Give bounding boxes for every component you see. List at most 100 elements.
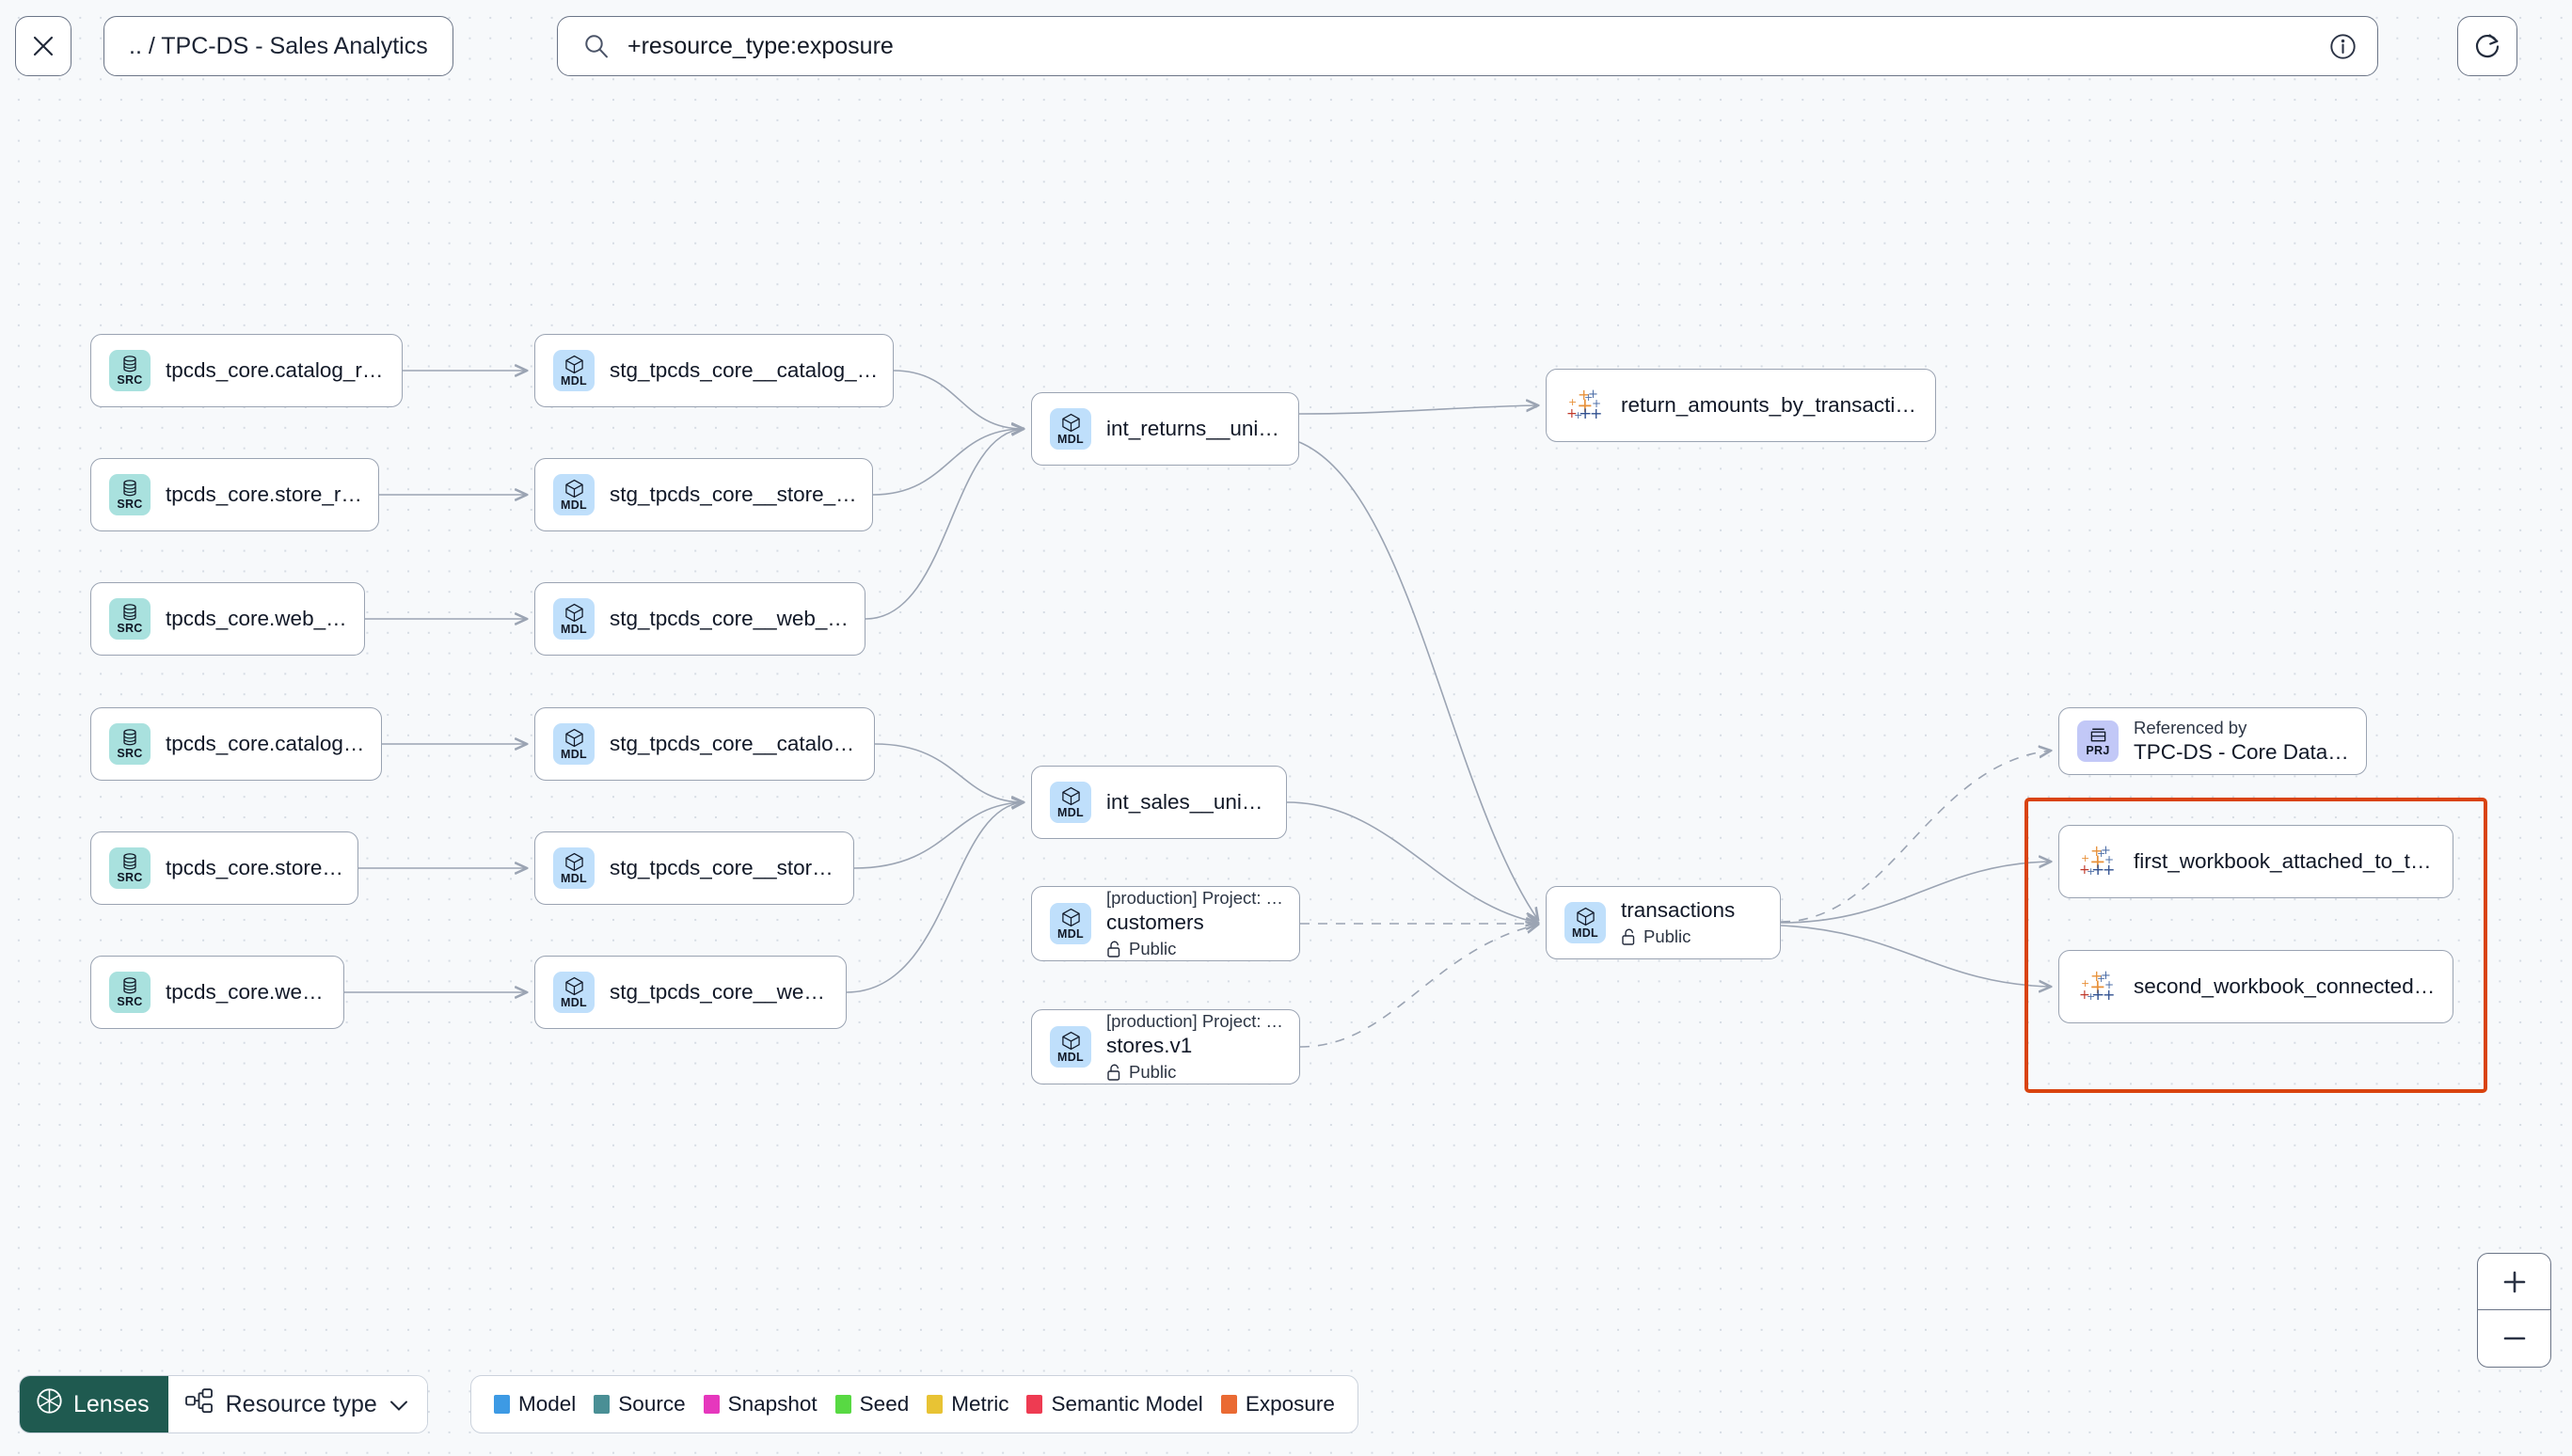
node-badge: ++++++++++ (2077, 841, 2119, 882)
node-badge-mdl: MDL (553, 972, 595, 1013)
node-badge-mdl: MDL (1050, 408, 1091, 450)
node-text: stg_tpcds_core__store_returns (610, 482, 872, 508)
resource-type-label: Resource type (225, 1390, 377, 1417)
graph-node-customers[interactable]: MDL[production] Project: TPC-DS - Core D… (1031, 886, 1300, 961)
aperture-icon (36, 1387, 63, 1421)
legend-swatch (834, 1395, 851, 1414)
legend-swatch (927, 1395, 944, 1414)
node-title: tpcds_core.store_returns (166, 482, 365, 506)
database-icon (123, 729, 136, 746)
search-input[interactable]: +resource_type:exposure (557, 16, 2378, 76)
legend-swatch (1026, 1395, 1043, 1414)
node-text: first_workbook_attached_to_tpc-ds_-_… (2134, 848, 2453, 875)
node-badge: ++++++++++ (2077, 966, 2119, 1007)
graph-node-second_workbook[interactable]: ++++++++++ second_workbook_connected_to_l… (2058, 950, 2453, 1023)
graph-node-int_returns_unioned[interactable]: MDL int_returns__unioned (1031, 392, 1299, 466)
zoom-controls (2477, 1253, 2551, 1368)
database-icon (123, 480, 136, 497)
refresh-icon (2475, 34, 2500, 58)
close-button[interactable] (15, 16, 71, 76)
node-project-label: Referenced by (2134, 717, 2247, 737)
edge-group-int-to-downstream (1286, 405, 1538, 1048)
node-badge-prj: PRJ (2077, 720, 2119, 762)
legend-label: Metric (951, 1392, 1009, 1416)
node-text: [production] Project: TPC-DS - Core Data… (1106, 887, 1299, 960)
graph-node-return_amounts[interactable]: ++++++++++return_amounts_by_transaction_… (1546, 369, 1936, 442)
legend-item-metric[interactable]: Metric (927, 1392, 1008, 1416)
legend-item-semantic-model[interactable]: Semantic Model (1026, 1392, 1203, 1416)
node-title: int_returns__unioned (1106, 416, 1285, 440)
resource-type-dropdown[interactable]: Resource type (167, 1376, 427, 1432)
node-title: second_workbook_connected_to_live… (2134, 973, 2439, 998)
legend-swatch (494, 1395, 510, 1414)
zoom-out-button[interactable] (2478, 1310, 2550, 1367)
graph-node-stores_v1[interactable]: MDL[production] Project: TPC-DS - Core D… (1031, 1009, 1300, 1084)
node-title: first_workbook_attached_to_tpc-ds_-_… (2134, 848, 2439, 873)
node-badge-mdl: MDL (1050, 782, 1091, 823)
database-icon (123, 853, 136, 870)
breadcrumb[interactable]: .. / TPC-DS - Sales Analytics (103, 16, 453, 76)
legend-swatch (1220, 1395, 1237, 1414)
legend-item-exposure[interactable]: Exposure (1220, 1392, 1335, 1416)
exposure-highlight-box (2024, 798, 2487, 1093)
lenses-label: Lenses (73, 1390, 150, 1417)
node-text: tpcds_core.web_sales (166, 979, 343, 1005)
graph-node-first_workbook[interactable]: ++++++++++ first_workbook_attached_to_tpc… (2058, 825, 2453, 898)
node-project-label: [production] Project: TPC-DS - Core Data… (1106, 887, 1286, 908)
node-badge-src: SRC (109, 598, 151, 640)
graph-node-stg_store_sales[interactable]: MDL stg_tpcds_core__store_sales (534, 831, 854, 905)
cube-icon (1061, 413, 1080, 432)
node-title: stg_tpcds_core__store_sales (610, 855, 840, 879)
cube-icon (564, 603, 583, 622)
database-icon (123, 604, 136, 621)
lenses-button[interactable]: Lenses (20, 1376, 168, 1432)
node-badge-src: SRC (109, 847, 151, 889)
cube-icon (1061, 908, 1080, 926)
legend-item-snapshot[interactable]: Snapshot (703, 1392, 818, 1416)
cube-icon (564, 355, 583, 373)
refresh-button[interactable] (2457, 16, 2517, 76)
node-badge-mdl: MDL (553, 474, 595, 515)
cube-icon (564, 479, 583, 498)
legend-item-seed[interactable]: Seed (834, 1392, 909, 1416)
cube-icon (564, 728, 583, 747)
node-text: stg_tpcds_core__catalog_sales (610, 731, 874, 757)
zoom-in-button[interactable] (2478, 1254, 2550, 1310)
edge-group-transactions-to-exposures (1780, 751, 2051, 987)
node-badge-mdl: MDL (553, 847, 595, 889)
node-text: second_workbook_connected_to_live… (2134, 973, 2453, 1000)
node-text: tpcds_core.store_returns (166, 482, 378, 508)
exposure-icon: ++++++++++ (2079, 842, 2116, 879)
legend-item-model[interactable]: Model (494, 1392, 576, 1416)
lens-control-group: Lenses Resource type (19, 1375, 428, 1433)
node-title: stg_tpcds_core__store_returns (610, 482, 859, 506)
graph-node-stg_store_returns[interactable]: MDL stg_tpcds_core__store_returns (534, 458, 873, 531)
node-text: int_returns__unioned (1106, 416, 1298, 442)
legend-item-source[interactable]: Source (594, 1392, 686, 1416)
node-text: stg_tpcds_core__store_sales (610, 855, 853, 881)
cube-icon (564, 852, 583, 871)
exposure-icon: ++++++++++ (1566, 386, 1603, 423)
node-title: tpcds_core.catalog_returns (166, 357, 389, 382)
unlock-icon (1107, 1064, 1120, 1081)
legend-label: Snapshot (727, 1392, 818, 1416)
node-badge-mdl: MDL (553, 350, 595, 391)
top-toolbar: .. / TPC-DS - Sales Analytics +resource_… (0, 0, 2572, 111)
node-title: stores.v1 (1106, 1033, 1193, 1057)
info-icon[interactable] (2329, 33, 2357, 60)
